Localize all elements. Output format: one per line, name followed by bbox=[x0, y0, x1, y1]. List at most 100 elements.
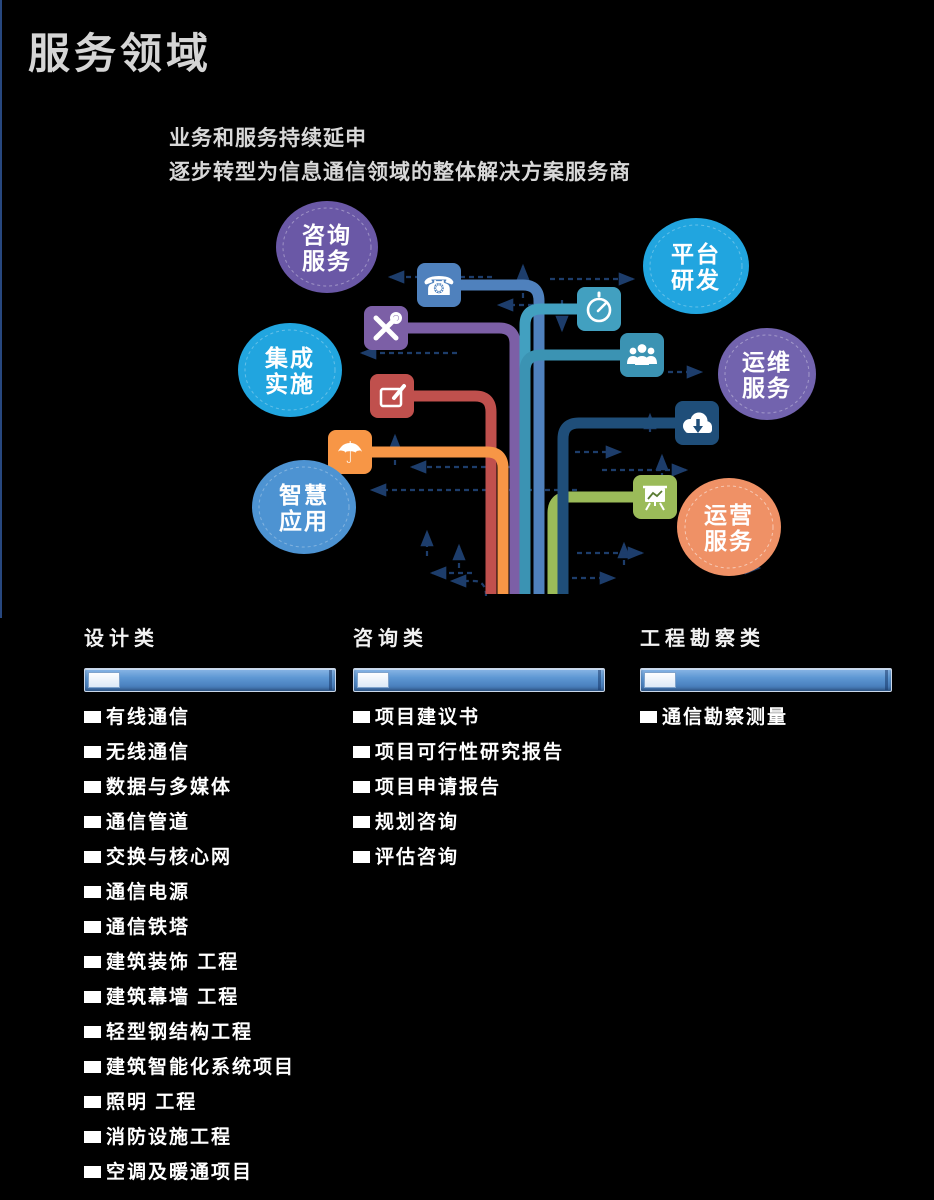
square-bullet-icon bbox=[353, 850, 370, 863]
design-scrollbar-thumb[interactable] bbox=[88, 672, 120, 688]
square-bullet-icon bbox=[84, 990, 101, 1003]
edit-icon bbox=[379, 384, 406, 408]
bubble-operation-service: 运营服务 bbox=[677, 478, 781, 576]
gauge-tile bbox=[577, 287, 621, 331]
gauge-flow-line bbox=[519, 303, 577, 594]
bubble-platform-rnd: 平台研发 bbox=[643, 218, 749, 314]
icon-tiles: ☎ bbox=[328, 263, 719, 519]
square-bullet-icon bbox=[84, 780, 101, 793]
presentation-flow-line bbox=[547, 491, 633, 594]
service-bubbles: 咨询服务 平台研发 集成实施 运维服务 bbox=[238, 201, 816, 576]
page-title: 服务领域 bbox=[28, 30, 213, 77]
list-item: 轻型钢结构工程 bbox=[84, 1013, 352, 1048]
list-item: 通信管道 bbox=[84, 803, 352, 838]
umbrella-flow-line bbox=[372, 446, 509, 594]
tools-icon bbox=[373, 312, 402, 341]
tools-tile bbox=[364, 306, 408, 350]
square-bullet-icon bbox=[84, 745, 101, 758]
list-item: 通信铁塔 bbox=[84, 908, 352, 943]
column-consulting: 咨询类 项目建议书 项目可行性研究报告 项目申请报告 规划咨询 评估咨询 bbox=[353, 622, 621, 873]
square-bullet-icon bbox=[84, 710, 101, 723]
square-bullet-icon bbox=[353, 815, 370, 828]
telephone-icon: ☎ bbox=[423, 271, 455, 301]
edit-tile bbox=[370, 374, 414, 418]
square-bullet-icon bbox=[84, 1025, 101, 1038]
subtitle-line-2: 逐步转型为信息通信领域的整体解决方案服务商 bbox=[169, 161, 631, 184]
bubble-operation-maintenance: 运维服务 bbox=[718, 328, 816, 420]
cloud-flow-line bbox=[557, 417, 675, 594]
column-design: 设计类 有线通信 无线通信 数据与多媒体 通信管道 交换与核心网 通信电源 通信… bbox=[84, 622, 352, 1188]
cloud-download-tile bbox=[675, 401, 719, 445]
design-items: 有线通信 无线通信 数据与多媒体 通信管道 交换与核心网 通信电源 通信铁塔 建… bbox=[84, 698, 352, 1188]
bubble-integration: 集成实施 bbox=[238, 323, 342, 417]
list-item: 建筑智能化系统项目 bbox=[84, 1048, 352, 1083]
list-item: 空调及暖通项目 bbox=[84, 1153, 352, 1188]
design-scrollbar[interactable] bbox=[84, 668, 336, 692]
umbrella-tile: ☂ bbox=[328, 430, 372, 474]
svg-text:智慧应用: 智慧应用 bbox=[279, 482, 329, 534]
square-bullet-icon bbox=[84, 955, 101, 968]
square-bullet-icon bbox=[84, 1130, 101, 1143]
flow-lines bbox=[372, 279, 675, 594]
list-item: 通信电源 bbox=[84, 873, 352, 908]
square-bullet-icon bbox=[84, 850, 101, 863]
telephone-tile: ☎ bbox=[417, 263, 461, 307]
list-item: 交换与核心网 bbox=[84, 838, 352, 873]
list-item: 评估咨询 bbox=[353, 838, 621, 873]
hero-section: 服务领域 业务和服务持续延申 逐步转型为信息通信领域的整体解决方案服务商 bbox=[0, 0, 816, 618]
square-bullet-icon bbox=[84, 885, 101, 898]
subtitle-line-1: 业务和服务持续延申 bbox=[169, 127, 367, 150]
square-bullet-icon bbox=[84, 815, 101, 828]
telephone-flow-line bbox=[461, 279, 545, 594]
square-bullet-icon bbox=[640, 710, 657, 723]
square-bullet-icon bbox=[353, 745, 370, 758]
list-item: 照明 工程 bbox=[84, 1083, 352, 1118]
tools-flow-line bbox=[408, 322, 521, 594]
svg-text:集成实施: 集成实施 bbox=[264, 345, 315, 397]
list-item: 项目可行性研究报告 bbox=[353, 733, 621, 768]
services-diagram: ☎ bbox=[238, 201, 816, 597]
umbrella-icon: ☂ bbox=[337, 437, 364, 470]
bubble-smart-application: 智慧应用 bbox=[252, 460, 356, 554]
list-item: 建筑装饰 工程 bbox=[84, 943, 352, 978]
square-bullet-icon bbox=[84, 1165, 101, 1178]
svg-text:运营服务: 运营服务 bbox=[704, 502, 754, 554]
list-item: 项目申请报告 bbox=[353, 768, 621, 803]
square-bullet-icon bbox=[84, 1060, 101, 1073]
consulting-items: 项目建议书 项目可行性研究报告 项目申请报告 规划咨询 评估咨询 bbox=[353, 698, 621, 873]
column-survey-header: 工程勘察类 bbox=[640, 628, 765, 650]
team-icon bbox=[627, 344, 657, 365]
list-item: 通信勘察测量 bbox=[640, 698, 908, 733]
survey-items: 通信勘察测量 bbox=[640, 698, 908, 733]
square-bullet-icon bbox=[84, 920, 101, 933]
square-bullet-icon bbox=[353, 710, 370, 723]
team-flow-line bbox=[519, 349, 620, 594]
survey-scrollbar-thumb[interactable] bbox=[644, 672, 676, 688]
presentation-icon bbox=[643, 485, 667, 511]
list-item: 规划咨询 bbox=[353, 803, 621, 838]
dashed-arrow bbox=[449, 574, 488, 597]
team-tile bbox=[620, 333, 664, 377]
svg-text:平台研发: 平台研发 bbox=[671, 241, 721, 293]
list-item: 无线通信 bbox=[84, 733, 352, 768]
survey-scrollbar[interactable] bbox=[640, 668, 892, 692]
consulting-scrollbar-thumb[interactable] bbox=[357, 672, 389, 688]
list-item: 消防设施工程 bbox=[84, 1118, 352, 1153]
list-item: 有线通信 bbox=[84, 698, 352, 733]
column-consulting-header: 咨询类 bbox=[353, 628, 428, 650]
square-bullet-icon bbox=[353, 780, 370, 793]
square-bullet-icon bbox=[84, 1095, 101, 1108]
edit-flow-line bbox=[414, 390, 497, 594]
list-item: 项目建议书 bbox=[353, 698, 621, 733]
list-item: 数据与多媒体 bbox=[84, 768, 352, 803]
subtitle: 业务和服务持续延申 逐步转型为信息通信领域的整体解决方案服务商 bbox=[169, 122, 631, 190]
gauge-icon bbox=[586, 291, 612, 323]
consulting-scrollbar[interactable] bbox=[353, 668, 605, 692]
column-survey: 工程勘察类 通信勘察测量 bbox=[640, 622, 908, 733]
bubble-consulting-service: 咨询服务 bbox=[276, 201, 378, 293]
list-item: 建筑幕墙 工程 bbox=[84, 978, 352, 1013]
presentation-tile bbox=[633, 475, 677, 519]
column-design-header: 设计类 bbox=[84, 628, 159, 650]
cloud-download-icon bbox=[683, 412, 712, 433]
